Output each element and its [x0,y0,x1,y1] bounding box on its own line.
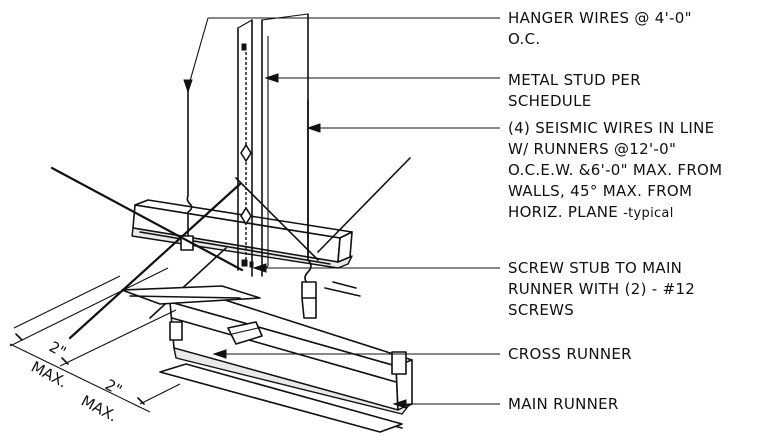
dimension-lines [9,267,181,413]
leader-lines [183,17,500,409]
callout-cross-runner-label: CROSS RUNNER [508,345,632,363]
dim-lower-value: 2" [102,376,125,400]
seismic-wires-diagonal [50,157,411,340]
callout-seismic-wires: (4) SEISMIC WIRES IN LINE W/ RUNNERS @12… [508,118,722,224]
callout-screw-stub-line1: SCREW STUB TO MAIN [508,259,683,277]
callout-screw-stub: SCREW STUB TO MAIN RUNNER WITH (2) - #12… [508,258,695,321]
callout-seismic-wires-line4: WALLS, 45° MAX. FROM [508,182,693,200]
callout-hanger-wires: HANGER WIRES @ 4'-0" O.C. [508,8,692,50]
callout-screw-stub-line3: SCREWS [508,301,575,319]
callout-screw-stub-line2: RUNNER WITH (2) - #12 [508,280,696,298]
callout-hanger-wires-line2: O.C. [508,30,541,48]
callout-cross-runner: CROSS RUNNER [508,344,632,365]
callout-main-runner: MAIN RUNNER [508,394,619,415]
callout-seismic-wires-suffix: -typical [623,206,674,221]
callout-seismic-wires-line5: HORIZ. PLANE [508,203,619,221]
callout-metal-stud-line2: SCHEDULE [508,92,592,110]
callout-seismic-wires-line5-wrap: HORIZ. PLANE -typical [508,202,722,224]
callout-seismic-wires-line1: (4) SEISMIC WIRES IN LINE [508,119,715,137]
hanger-wire-right [301,99,317,319]
callout-metal-stud: METAL STUD PER SCHEDULE [508,70,641,112]
callout-main-runner-label: MAIN RUNNER [508,395,619,413]
metal-stud [237,13,309,277]
main-runner [159,291,413,433]
callout-seismic-wires-line3: O.C.E.W. &6'-0" MAX. FROM [508,161,723,179]
callout-metal-stud-line1: METAL STUD PER [508,71,641,89]
seismic-wire-vertical [240,52,252,262]
callout-hanger-wires-line1: HANGER WIRES @ 4'-0" [508,9,692,27]
cross-runner-front [121,285,263,345]
dim-upper-value: 2" [46,338,69,362]
callout-seismic-wires-line2: W/ RUNNERS @12'-0" [508,140,677,158]
